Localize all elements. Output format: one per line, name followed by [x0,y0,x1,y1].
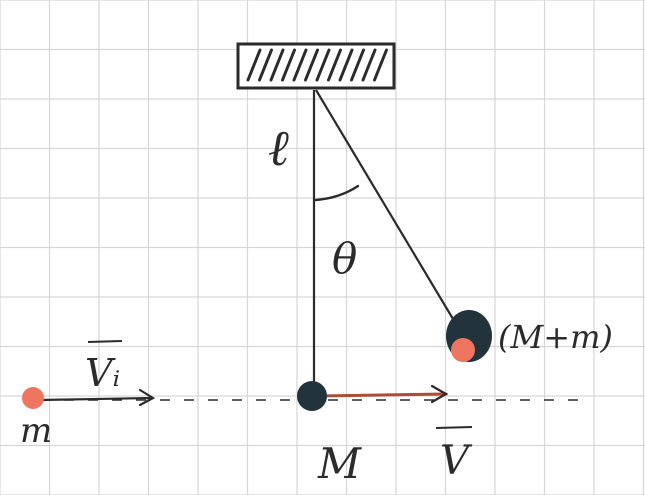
initial-velocity-arrow [38,388,156,407]
hatch-stroke [327,48,342,82]
hatch-stroke [338,48,354,82]
hatch-stroke [373,48,388,82]
final-velocity-arrow [316,384,449,404]
pendulum-bob-rest [297,381,327,411]
hatch-stroke [269,48,285,82]
swung-string [315,89,463,335]
hatch-stroke [246,48,262,82]
hatch-stroke [304,48,319,82]
ceiling-hatching [246,48,388,82]
big-mass-label: M [317,439,362,488]
angle-label: θ [332,234,357,283]
hatch-stroke [361,48,377,82]
hatch-stroke [350,48,365,82]
combined-bob [446,310,492,362]
projectile-mass [22,387,44,409]
length-label: ℓ [268,119,289,177]
hatch-stroke [258,48,273,82]
hatch-stroke [281,48,296,82]
combined-mass-label: (M+m) [498,318,613,356]
initial-velocity-label: Vᵢ [85,351,120,395]
final-velocity-label: V [440,438,473,484]
ceiling-support [236,42,396,90]
angle-arc [314,184,360,202]
hatch-stroke [292,48,308,82]
initial-velocity-label-group: Vᵢ [85,340,123,395]
hatch-stroke [315,48,331,82]
final-velocity-label-group: V [435,426,473,484]
small-mass-label: m [20,411,52,451]
